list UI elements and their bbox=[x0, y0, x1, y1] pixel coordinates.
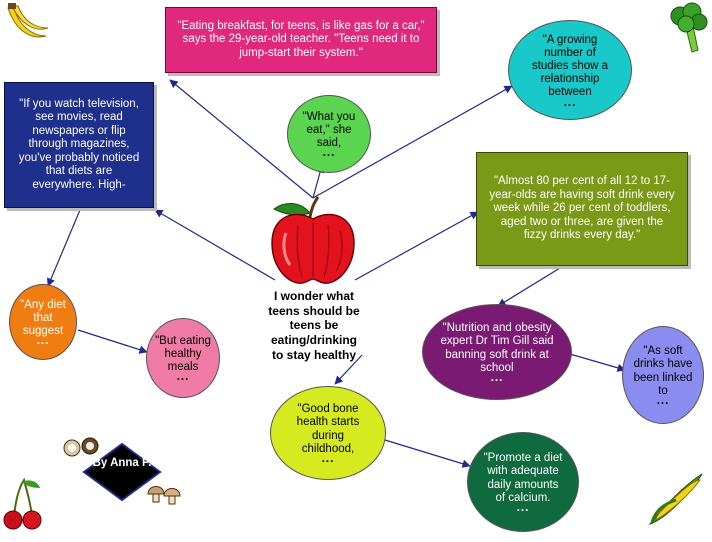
line-soft-drink-to-nutrition bbox=[497, 267, 561, 307]
line-television-to-any-diet bbox=[47, 209, 81, 287]
soft-drink-quote-box: "Almost 80 per cent of all 12 to 17-year… bbox=[476, 152, 688, 266]
but-eating-dots: ... bbox=[176, 371, 190, 384]
as-soft-node: "As soft drinks have been linked to ... bbox=[622, 326, 704, 424]
central-topic: I wonder what teens should be teens be e… bbox=[268, 289, 360, 362]
line-any-diet-to-but-eating bbox=[77, 329, 148, 354]
but-eating-text: "But eating healthy meals bbox=[155, 334, 211, 374]
breakfast-quote-box: "Eating breakfast, for teens, is like ga… bbox=[165, 7, 437, 73]
what-you-eat-text: "What you eat," she said, bbox=[302, 110, 356, 150]
promote-dots: ... bbox=[516, 501, 530, 514]
what-you-eat-node: "What you eat," she said, ... bbox=[287, 95, 371, 173]
what-you-eat-dots: ... bbox=[322, 147, 336, 160]
as-soft-dots: ... bbox=[656, 394, 670, 407]
line-bone-health-to-promote bbox=[384, 439, 471, 468]
banana-icon bbox=[7, 3, 49, 38]
mushrooms-icon bbox=[147, 486, 181, 505]
television-quote-box: "If you watch television, see movies, re… bbox=[4, 82, 154, 208]
line-center-to-bone-health bbox=[334, 354, 363, 385]
bone-health-node: "Good bone health starts during childhoo… bbox=[270, 386, 386, 480]
author-label: By Anna P. bbox=[92, 457, 152, 469]
any-diet-text: "Any diet that suggest bbox=[20, 298, 66, 338]
broccoli-icon bbox=[670, 2, 708, 53]
corn-icon bbox=[648, 473, 703, 526]
television-quote-text: "If you watch television, see movies, re… bbox=[18, 97, 140, 191]
nutrition-text: "Nutrition and obesity expert Dr Tim Gil… bbox=[440, 322, 554, 374]
cherries-icon bbox=[3, 478, 42, 530]
apple-icon bbox=[271, 196, 355, 284]
line-center-to-studies bbox=[312, 85, 513, 199]
but-eating-node: "But eating healthy meals ... bbox=[146, 318, 220, 398]
line-center-to-television bbox=[154, 209, 276, 281]
promote-node: "Promote a diet with adequate daily amou… bbox=[467, 432, 579, 532]
studies-node: "A growing number of studies show a rela… bbox=[508, 20, 632, 120]
any-diet-node: "Any diet that suggest ... bbox=[9, 284, 77, 360]
promote-text: "Promote a diet with adequate daily amou… bbox=[483, 452, 563, 504]
line-center-to-soft-drink bbox=[354, 211, 479, 281]
nutrition-dots: ... bbox=[490, 371, 504, 384]
nuts-icon bbox=[63, 437, 99, 457]
line-nutrition-to-as-soft bbox=[569, 353, 626, 372]
studies-text: "A growing number of studies show a rela… bbox=[531, 33, 609, 99]
studies-dots: ... bbox=[563, 96, 577, 109]
line-center-to-breakfast bbox=[169, 79, 314, 199]
soft-drink-quote-text: "Almost 80 per cent of all 12 to 17-year… bbox=[489, 175, 675, 242]
nutrition-node: "Nutrition and obesity expert Dr Tim Gil… bbox=[422, 304, 572, 400]
bone-health-dots: ... bbox=[321, 452, 335, 465]
any-diet-dots: ... bbox=[36, 335, 50, 348]
author-diamond bbox=[82, 442, 162, 502]
as-soft-text: "As soft drinks have been linked to bbox=[633, 345, 693, 397]
bone-health-text: "Good bone health starts during childhoo… bbox=[296, 403, 360, 455]
breakfast-quote-text: "Eating breakfast, for teens, is like ga… bbox=[177, 19, 425, 59]
